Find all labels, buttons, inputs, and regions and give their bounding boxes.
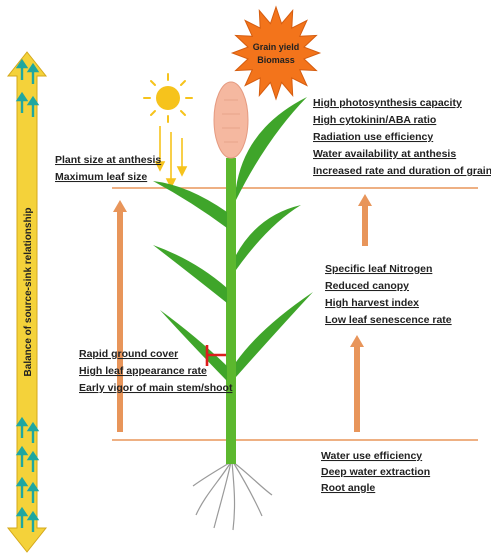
- trait-label: Specific leaf Nitrogen: [325, 263, 432, 275]
- trait-label: High cytokinin/ABA ratio: [313, 114, 436, 126]
- orange-up-arrows: [113, 194, 372, 432]
- trait-label: High harvest index: [325, 297, 419, 309]
- trait-label: High photosynthesis capacity: [313, 97, 462, 109]
- trait-label: Increased rate and duration of grain fil…: [313, 165, 491, 177]
- trait-label: Early vigor of main stem/shoot: [79, 382, 233, 394]
- trait-label: Maximum leaf size: [55, 171, 147, 183]
- trait-label: Water availability at anthesis: [313, 148, 456, 160]
- roots: [193, 462, 272, 530]
- balance-label: Balance of source-sink relationship: [23, 208, 34, 377]
- trait-label: Root angle: [321, 482, 375, 494]
- trait-label: High leaf appearance rate: [79, 365, 207, 377]
- trait-label: Plant size at anthesis: [55, 154, 161, 166]
- burst-shape: Grain yield Biomass: [232, 7, 319, 99]
- burst-line-1: Grain yield: [253, 42, 300, 52]
- sun-icon: [144, 74, 192, 122]
- trait-label: Rapid ground cover: [79, 348, 178, 360]
- trait-label: Reduced canopy: [325, 280, 409, 292]
- burst-line-2: Biomass: [257, 55, 295, 65]
- plant-stem: [226, 158, 236, 464]
- trait-label: Radiation use efficiency: [313, 131, 433, 143]
- trait-label: Water use efficiency: [321, 450, 422, 462]
- grain-ear: [214, 82, 248, 158]
- trait-label: Low leaf senescence rate: [325, 314, 452, 326]
- trait-label: Deep water extraction: [321, 466, 430, 478]
